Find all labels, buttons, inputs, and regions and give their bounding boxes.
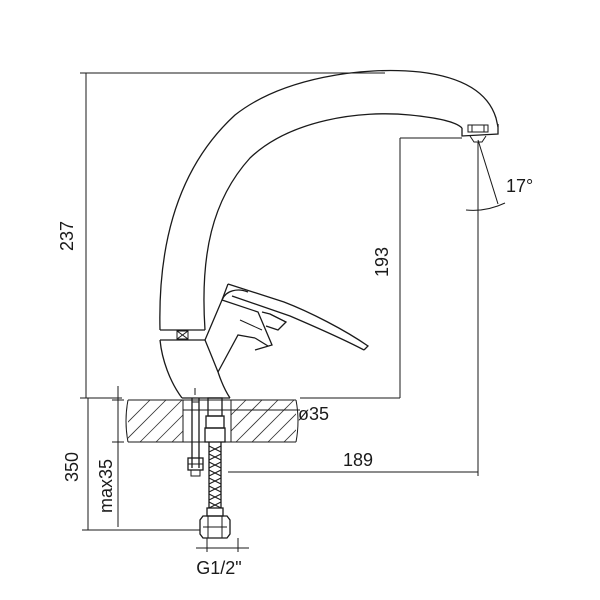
dimension-label-connection: G1/2" — [196, 558, 241, 578]
dimension-label-350: 350 — [62, 452, 82, 482]
dimension-label-193: 193 — [372, 247, 392, 277]
dimension-max-thickness: max35 — [96, 386, 124, 527]
dimension-label-max35: max35 — [96, 459, 116, 513]
dimension-connection: G1/2" — [196, 538, 249, 578]
dimension-total-height: 237 — [57, 72, 385, 399]
dimension-spout-height: 193 — [300, 137, 462, 399]
faucet-spout — [159, 69, 499, 331]
dimension-label-237: 237 — [57, 221, 77, 251]
faucet-column — [159, 329, 231, 399]
faucet-lever-handle[interactable] — [221, 283, 370, 351]
dimension-label-hole-diameter: ø35 — [298, 404, 329, 424]
faucet-mixer-body — [204, 289, 273, 373]
dimension-label-17-degrees: 17° — [506, 176, 533, 196]
dimension-spout-reach: 189 — [228, 142, 479, 476]
mounting-stud — [187, 388, 204, 477]
dimension-spout-angle: 17° — [465, 139, 533, 211]
countertop-section — [125, 399, 299, 443]
dimension-hose-length: 350 — [62, 398, 200, 531]
dimension-label-189: 189 — [343, 450, 373, 470]
flexible-hose — [199, 397, 231, 539]
dimension-hole-diameter: ø35 — [183, 404, 329, 424]
